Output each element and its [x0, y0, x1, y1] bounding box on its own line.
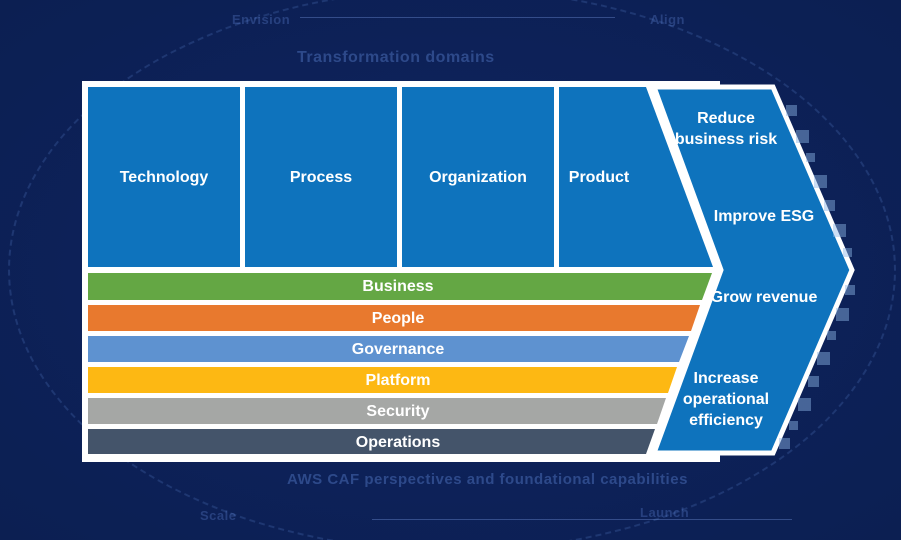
domain-label-organization: Organization: [429, 168, 527, 186]
watermark-corner-bottom-right: Launch: [640, 505, 690, 520]
perspective-bar-business: [88, 273, 712, 300]
watermark-bottom-label: AWS CAF perspectives and foundational ca…: [287, 471, 688, 488]
perspective-bar-security: [88, 398, 666, 424]
perspective-bar-people: [88, 305, 700, 331]
outcomes-arrow: [650, 84, 855, 456]
perspective-label-people: People: [371, 310, 425, 327]
perspective-label-security: Security: [366, 403, 430, 420]
watermark-line-bottom: [372, 519, 792, 520]
outcome-label-improve-esg: Improve ESG: [713, 208, 815, 225]
perspective-label-governance: Governance: [351, 341, 445, 358]
watermark-corner-bottom-left: Scale: [200, 508, 237, 523]
watermark-top-label: Transformation domains: [297, 49, 495, 66]
outcome-label-increase-operational-efficiency: Increase operational efficiency: [682, 370, 770, 429]
perspective-bar-operations: [88, 429, 655, 454]
outcome-label-grow-revenue: Grow revenue: [710, 289, 818, 306]
perspective-bar-platform: [88, 367, 677, 393]
domain-box-process: [245, 87, 397, 267]
domain-label-product: Product: [568, 168, 630, 186]
watermark-corner-top-left: Envision: [232, 12, 291, 27]
domain-label-technology: Technology: [119, 168, 209, 186]
domain-box-product: [559, 87, 713, 267]
perspective-label-operations: Operations: [355, 434, 441, 451]
domain-box-organization: [402, 87, 554, 267]
watermark-dashed-ellipse: [8, 0, 896, 540]
domain-label-process: Process: [289, 168, 353, 186]
watermark-line-top: [300, 17, 615, 18]
watermark-corner-top-right: Align: [650, 12, 685, 27]
perspective-label-business: Business: [362, 278, 434, 295]
perspective-label-platform: Platform: [365, 372, 431, 389]
pixel-decoration: [779, 105, 855, 449]
outcome-label-reduce-business-risk: Reduce business risk: [674, 110, 778, 148]
domain-box-technology: [88, 87, 240, 267]
perspective-bar-governance: [88, 336, 689, 362]
